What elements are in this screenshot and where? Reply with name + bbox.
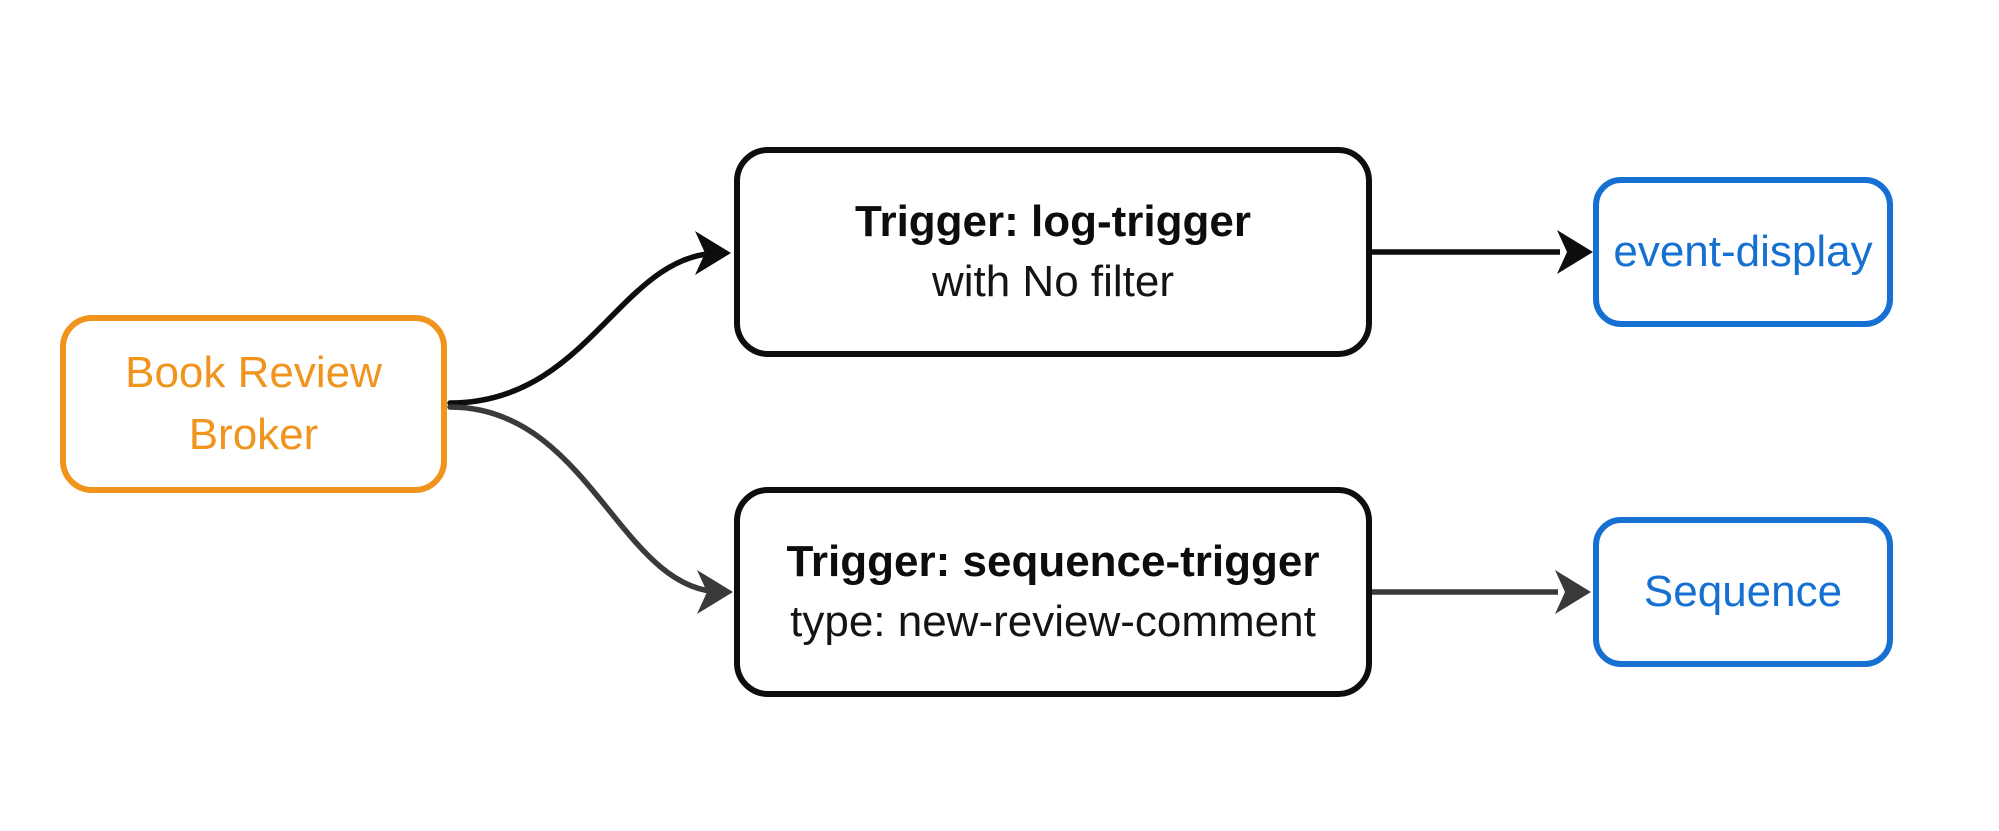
node-sequence: Sequence — [1593, 517, 1893, 667]
sequence-trigger-subtitle: type: new-review-comment — [790, 597, 1316, 646]
log-trigger-subtitle: with No filter — [931, 257, 1175, 306]
node-event-display: event-display — [1593, 177, 1893, 327]
log-trigger-title: Trigger: log-trigger — [855, 197, 1251, 246]
arrowhead-sequence-trigger-icon — [697, 570, 733, 614]
edge-broker-to-log-trigger — [447, 250, 723, 406]
arrowhead-sequence-icon — [1555, 570, 1591, 614]
sequence-label: Sequence — [1643, 567, 1843, 616]
arrowhead-event-display-icon — [1557, 230, 1593, 274]
node-log-trigger: Trigger: log-trigger with No filter — [734, 147, 1372, 357]
node-broker: Book Review Broker — [60, 315, 447, 493]
arrowhead-log-trigger-icon — [695, 231, 731, 275]
broker-label-line2: Broker — [188, 410, 319, 459]
edge-broker-to-sequence-trigger — [447, 404, 725, 595]
sequence-trigger-title: Trigger: sequence-trigger — [786, 537, 1320, 586]
event-display-label: event-display — [1613, 227, 1873, 276]
node-sequence-trigger: Trigger: sequence-trigger type: new-revi… — [734, 487, 1372, 697]
broker-label-line1: Book Review — [125, 348, 382, 397]
